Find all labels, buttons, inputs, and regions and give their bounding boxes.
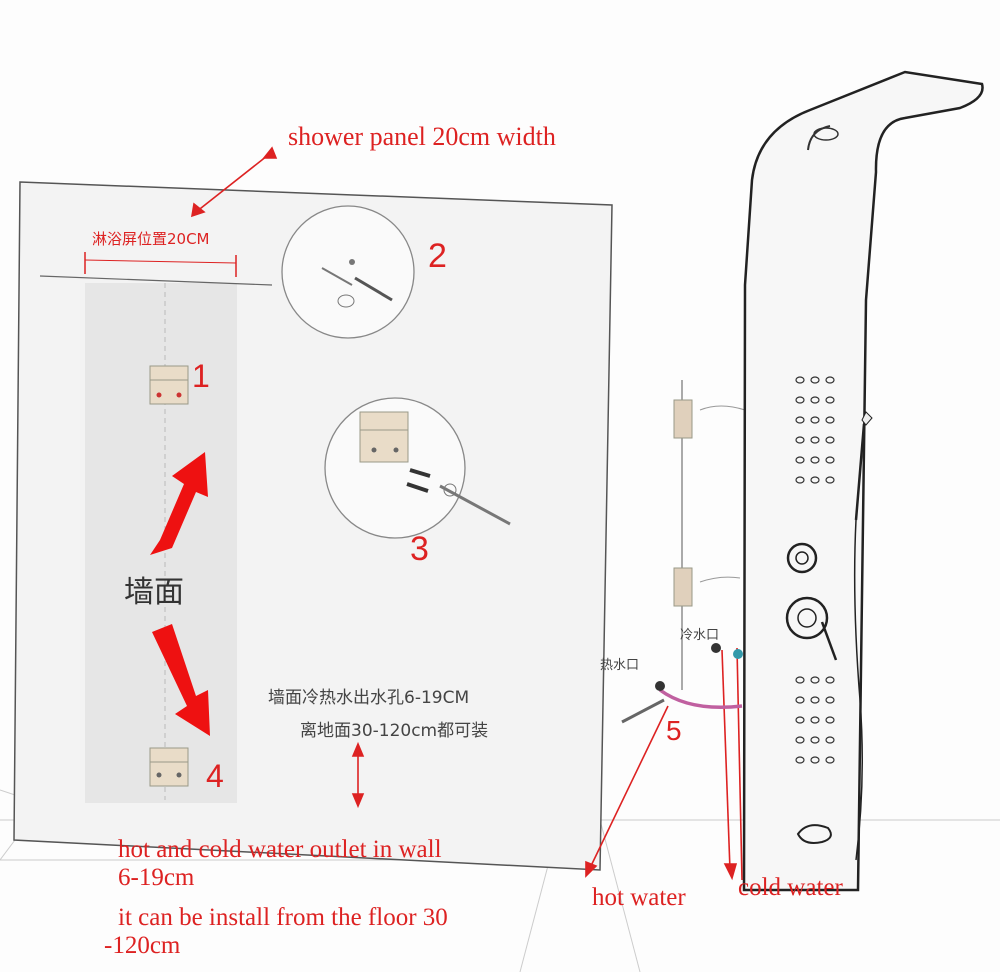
cold-water-label: cold water xyxy=(738,874,843,901)
shower-panel-illustration xyxy=(742,70,984,892)
step-3-label: 3 xyxy=(410,530,429,568)
step-1-label: 1 xyxy=(192,358,210,394)
jet-grid-upper xyxy=(795,376,835,484)
wall-arrows xyxy=(150,452,210,736)
step-4-label: 4 xyxy=(206,758,224,794)
floor-range-label-2: -120cm xyxy=(104,932,181,959)
step-2-label: 2 xyxy=(428,237,447,275)
detail-circle-3 xyxy=(324,397,511,539)
hot-outlet-cn: 热水口 xyxy=(600,658,640,673)
floor-range-label-1: it can be install from the floor 30 xyxy=(118,904,448,931)
outlet-range-label: 6-19cm xyxy=(118,864,195,891)
annotation-arrows xyxy=(190,146,743,881)
panel-position-cn-label: 淋浴屏位置20CM xyxy=(92,230,210,248)
jet-grid-lower xyxy=(795,676,835,764)
wall-cn-label: 墙面 xyxy=(124,575,184,610)
hot-water-label: hot water xyxy=(592,884,686,911)
bracket-1 xyxy=(149,365,189,405)
detail-circle-2 xyxy=(281,205,415,339)
cold-outlet-cn: 冷水口 xyxy=(680,628,720,643)
floor-note-cn: 离地面30-120cm都可装 xyxy=(300,721,489,741)
outlet-note-cn: 墙面冷热水出水孔6-19CM xyxy=(268,688,470,708)
step-5-label: 5 xyxy=(666,715,682,746)
outlet-label: hot and cold water outlet in wall xyxy=(118,836,442,863)
panel-width-label: shower panel 20cm width xyxy=(288,122,556,151)
pipe-assembly xyxy=(621,380,746,724)
bracket-4 xyxy=(149,747,189,787)
